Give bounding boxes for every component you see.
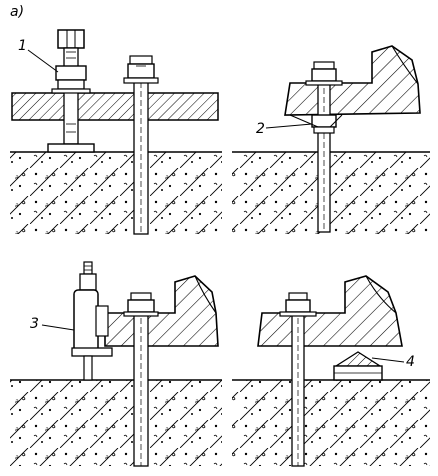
equipment-foot-2 (284, 45, 421, 116)
anchor-bolt-1 (123, 55, 159, 235)
anchor-bolt-4 (279, 292, 317, 467)
base-plate-1 (11, 92, 219, 121)
callout-3: 3 (30, 316, 39, 332)
equipment-foot-3 (104, 275, 219, 347)
equipment-foot-4 (257, 275, 403, 347)
panel-1: 1 (10, 29, 222, 235)
hydraulic-jack-3 (71, 261, 113, 381)
anchor-bolt-3 (123, 292, 159, 467)
callout-4: 4 (406, 354, 415, 370)
concrete-block-1 (10, 152, 222, 234)
concrete-block-3 (10, 380, 222, 466)
callout-1: 1 (18, 38, 27, 54)
panel-3: 3 (10, 261, 222, 467)
part-label: a) (10, 4, 24, 20)
panel-2: 2 (232, 45, 430, 234)
wedge-shim-4 (333, 351, 383, 381)
concrete-block-2 (232, 152, 430, 234)
jack-screw-1 (47, 29, 95, 153)
callout-2: 2 (256, 121, 265, 137)
panel-4: 4 (232, 275, 430, 467)
concrete-block-4 (232, 380, 430, 466)
anchor-bolt-2 (289, 61, 343, 233)
